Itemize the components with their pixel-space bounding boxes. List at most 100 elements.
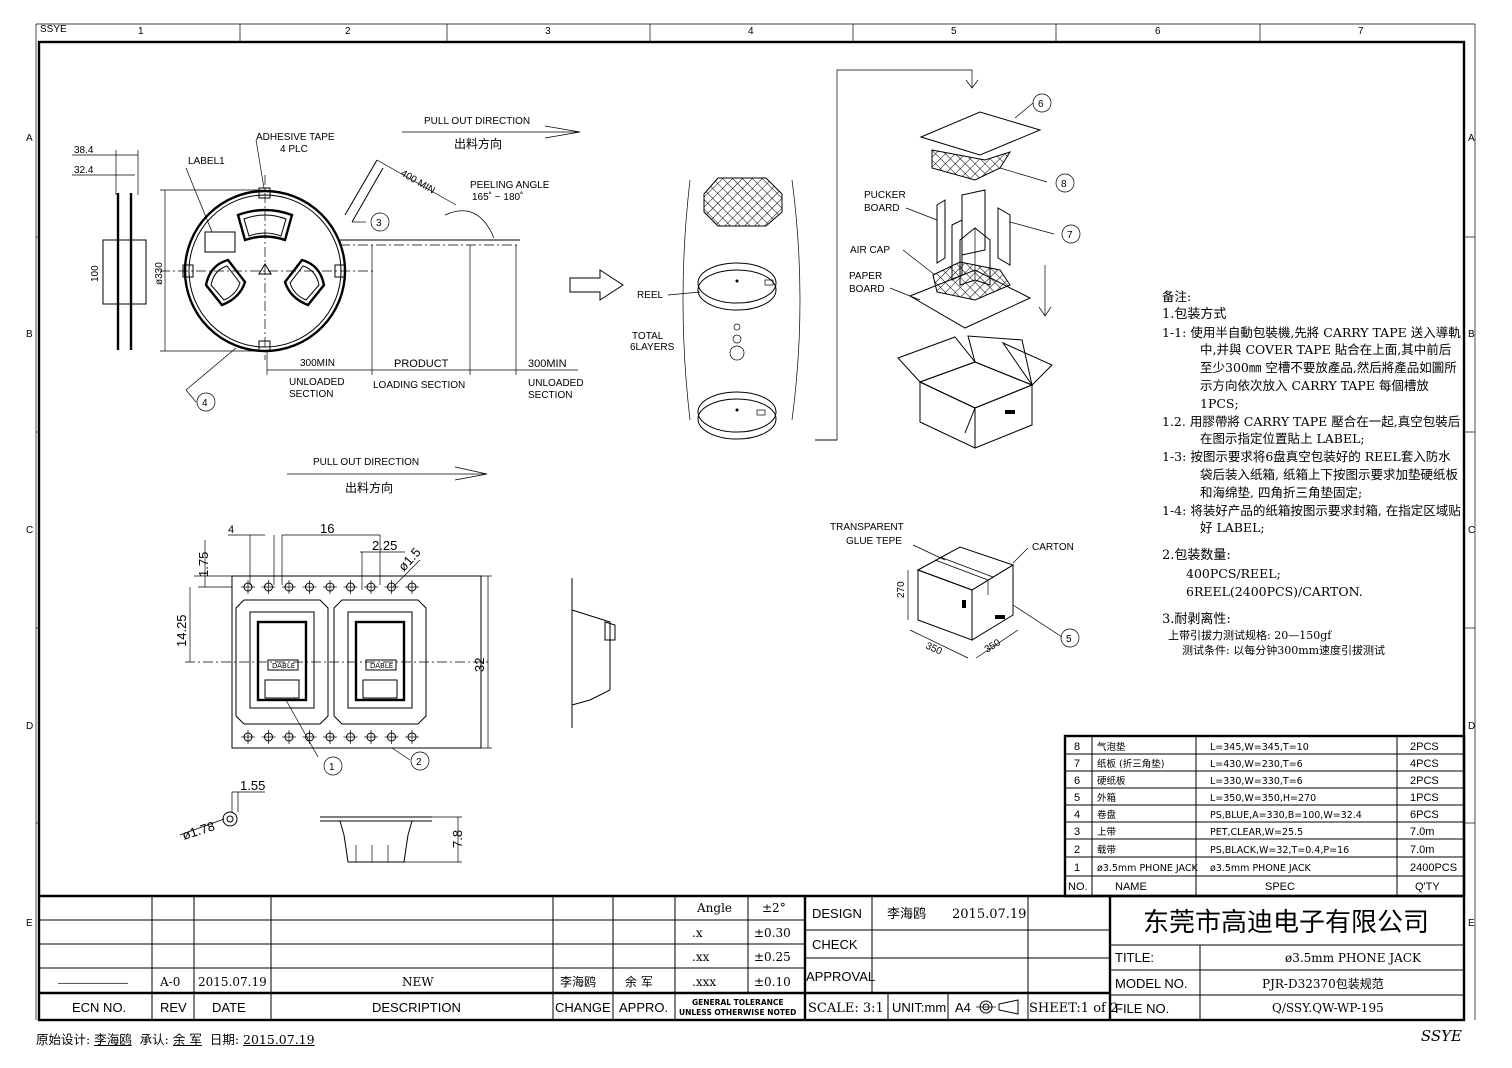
grid-col-label: 2: [345, 26, 351, 37]
note-1-1: 1-1: 使用半自動包裝機,先將 CARRY TAPE 送入導軌中,并與 COV…: [1162, 324, 1461, 411]
dim-350-b: 350: [983, 637, 1003, 655]
label1: LABEL1: [188, 156, 225, 167]
header-code: SSYE: [40, 24, 67, 35]
grid-row-label: A: [1468, 133, 1475, 144]
grid-row-label: D: [26, 721, 33, 732]
unit-label: UNIT:mm: [892, 1000, 946, 1015]
reel-label: REEL: [637, 290, 664, 301]
bom-no: 4: [1074, 809, 1080, 821]
tol-xx: .xx: [692, 950, 710, 964]
rev-appro-value: 余 军: [625, 974, 653, 989]
balloon-1: 1: [329, 762, 335, 773]
glue-label-1: TRANSPARENT: [830, 522, 904, 533]
sheet-frame: SSYE 1 2 3 4 5 6 7 A B C D E A B C D E: [26, 23, 1476, 1022]
rev-desc-value: NEW: [402, 975, 434, 989]
rev-header-date: DATE: [212, 1000, 246, 1015]
dim-38-4: 38.4: [74, 145, 94, 156]
rev-header-change: CHANGE: [555, 1000, 611, 1015]
design-label: DESIGN: [812, 906, 862, 921]
pull-out-direction: PULL OUT DIRECTION: [424, 116, 530, 127]
layers-label: 6LAYERS: [630, 342, 675, 353]
pocket-left: DABLE: [235, 599, 329, 725]
notes-section-3: 3.耐剥离性:: [1162, 611, 1231, 627]
pocket-right: DABLE: [333, 599, 427, 725]
adhesive-plc: 4 PLC: [280, 144, 308, 155]
unloaded-2: UNLOADED: [528, 378, 584, 389]
pull-out-cn-2: 出料方向: [345, 480, 393, 495]
paper-board-1: PAPER: [849, 271, 882, 282]
footer-mark: SSYE: [1420, 1027, 1462, 1045]
notes-section-2: 2.包装数量:: [1162, 548, 1231, 564]
balloon-7: 7: [1067, 230, 1073, 241]
balloon-2: 2: [416, 757, 422, 768]
approve-name: 余 军: [172, 1032, 202, 1047]
note-1-4: 1-4: 将装好产品的纸箱按图示要求封箱, 在指定区域贴好 LABEL;: [1162, 502, 1461, 536]
carrier-tape-view: PULL OUT DIRECTION 出料方向 DABLE DABLE 4: [174, 457, 616, 863]
approval-label: APPROVAL: [806, 969, 875, 984]
loading-section: LOADING SECTION: [373, 380, 465, 391]
tol-general-1: GENERAL TOLERANCE: [692, 998, 784, 1007]
bom-name: 纸板 (折三角垫): [1097, 758, 1164, 770]
qty-1: 400PCS/REEL;: [1186, 565, 1281, 581]
bom-spec: L=345,W=345,T=10: [1210, 742, 1309, 753]
notes-section-1: 1.包装方式: [1162, 306, 1227, 322]
bom-spec: L=350,W=350,H=270: [1210, 793, 1316, 804]
pucker-board-2: BOARD: [864, 203, 900, 214]
packaging-notes: 备注: 1.包装方式 1-1: 使用半自動包裝機,先將 CARRY TAPE 送…: [1162, 288, 1462, 658]
adhesive-tape: ADHESIVE TAPE: [256, 132, 335, 143]
tol-xxx-value: ±0.10: [754, 975, 791, 989]
bom-no: 1: [1074, 862, 1080, 874]
rev-header-ecn: ECN NO.: [72, 1000, 126, 1015]
bom-qty: 6PCS: [1410, 809, 1439, 821]
dim-300min-b: 300MIN: [528, 358, 567, 370]
model-label: MODEL NO.: [1115, 976, 1187, 991]
file-value: Q/SSY.QW-WP-195: [1272, 1001, 1384, 1015]
dim-32: 32: [472, 658, 487, 672]
carton-label: CARTON: [1032, 542, 1074, 553]
notes-title: 备注:: [1162, 289, 1192, 304]
tol-angle-value: ±2°: [762, 901, 786, 915]
tol-xxx: .xxx: [692, 975, 716, 989]
paper-board-2: BOARD: [849, 284, 885, 295]
chip-label: DABLE: [370, 662, 393, 670]
peel-angle-range: 165˚ ~ 180˚: [472, 191, 523, 203]
rev-change-value: 李海鸥: [560, 974, 596, 989]
dim-300min-a: 300MIN: [300, 358, 335, 369]
dim-400-min: 400 MIN: [399, 168, 437, 196]
reel-stack-view: REEL TOTAL 6LAYERS: [630, 69, 979, 441]
grid-row-label: C: [1468, 525, 1475, 536]
grid-col-label: 6: [1155, 26, 1161, 37]
pucker-board-1: PUCKER: [864, 190, 906, 201]
date-label: 日期:: [209, 1032, 240, 1047]
peel-spec: 上带引拔力测试规格: 20—150gf: [1168, 629, 1332, 643]
reel-view: 38.4 32.4 100 ø330 LABEL1 ADHESIVE TAPE …: [72, 116, 624, 412]
bom-spec: PET,CLEAR,W=25.5: [1210, 827, 1303, 838]
bom-qty: 2400PCS: [1410, 862, 1457, 874]
tol-x-value: ±0.30: [754, 926, 791, 940]
bom-name: 上带: [1097, 827, 1117, 838]
model-value: PJR-D32370包装规范: [1262, 976, 1384, 991]
rev-value: A-0: [159, 975, 180, 989]
title-label: TITLE:: [1115, 950, 1154, 965]
bom-name: 气泡垫: [1097, 741, 1126, 753]
grid-row-label: C: [26, 525, 33, 536]
carton-view: CARTON TRANSPARENT GLUE TEPE 270 350 350…: [830, 522, 1080, 659]
grid-col-label: 5: [951, 26, 957, 37]
total-label: TOTAL: [632, 331, 664, 342]
tol-x: .x: [692, 926, 703, 940]
projection-symbol-icon: [976, 999, 1019, 1015]
bom-name: 载带: [1097, 844, 1117, 856]
grid-col-label: 3: [545, 26, 551, 37]
dim-16: 16: [320, 521, 334, 536]
grid-row-label: D: [1468, 721, 1475, 732]
sheet-label: SHEET:1 of 2: [1029, 1001, 1118, 1016]
balloon-8: 8: [1061, 179, 1067, 190]
dim-1-75: 1.75: [196, 552, 211, 577]
bom-no: 3: [1074, 826, 1080, 838]
dim-2-25: 2.25: [372, 538, 397, 553]
glue-label-2: GLUE TEPE: [846, 536, 902, 547]
bom-name: 卷盘: [1097, 809, 1117, 821]
balloon-5: 5: [1066, 634, 1072, 645]
